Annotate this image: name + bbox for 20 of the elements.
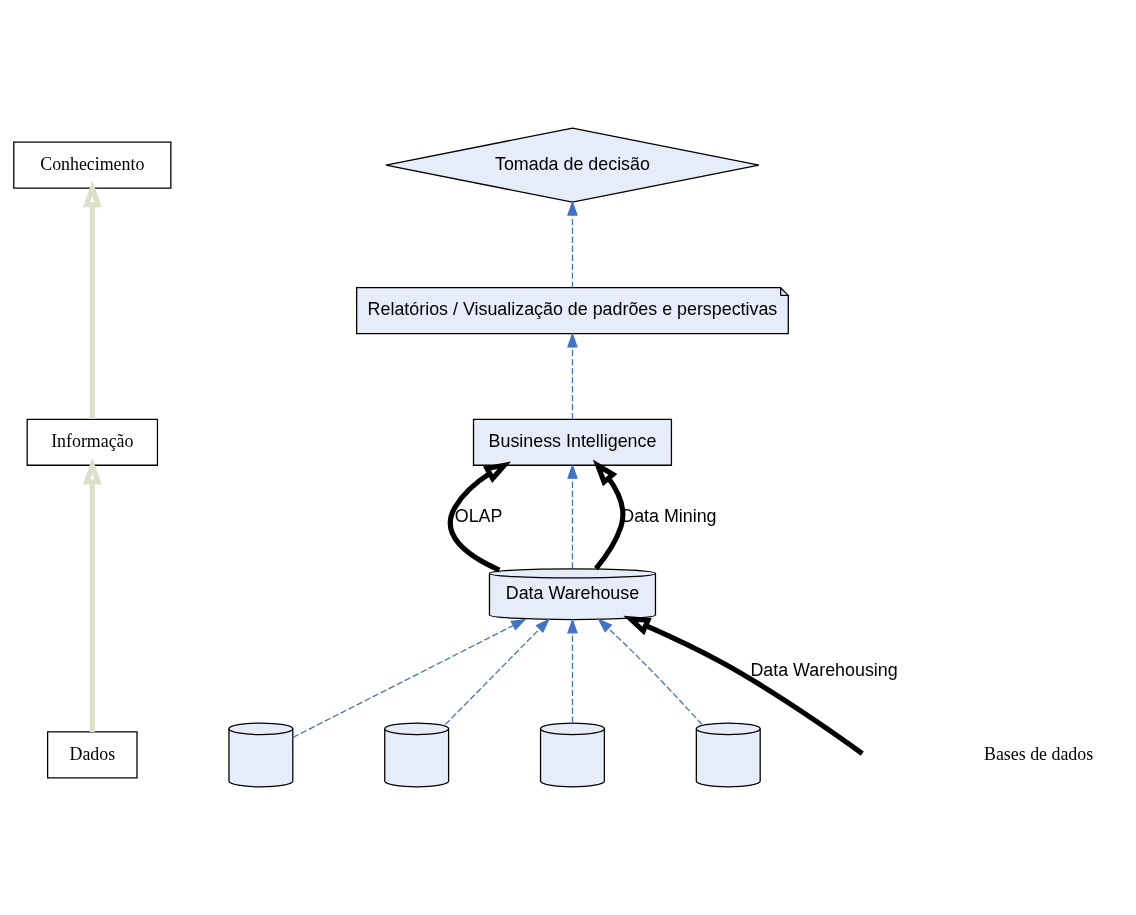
arrow [567, 200, 578, 289]
node-box: Dados [47, 731, 138, 779]
arrow [567, 332, 578, 420]
node-box: Business Intelligence [472, 418, 673, 466]
arrow [82, 457, 102, 732]
edge-label: Data Warehousing [750, 660, 898, 681]
arrow [592, 459, 626, 571]
node-box: Informação [26, 418, 159, 466]
arrow [567, 463, 578, 570]
arrow [447, 461, 511, 573]
node-box: Conhecimento [13, 141, 172, 189]
arrow [623, 615, 864, 756]
label: Bases de dados [984, 743, 1094, 764]
arrow [292, 618, 527, 738]
arrow [597, 618, 703, 725]
arrow [444, 618, 551, 726]
arrow [567, 618, 578, 724]
edge-label: OLAP [454, 505, 503, 526]
arrow [82, 180, 102, 419]
node-diamond: Tomada de decisão [385, 127, 760, 203]
